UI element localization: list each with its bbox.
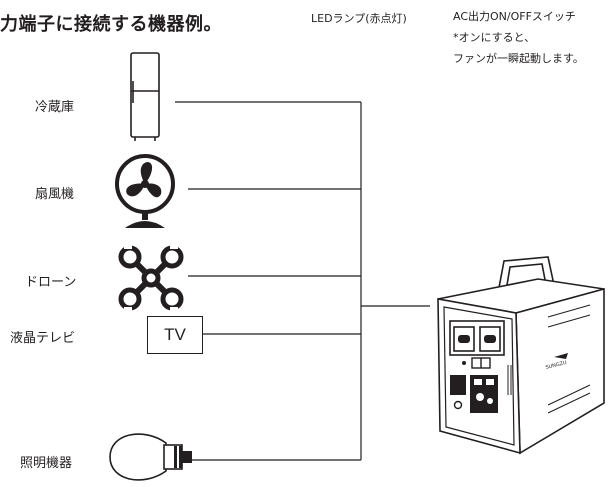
page-heading: 力端子に接続する機器例。 xyxy=(0,14,222,35)
device-label-fan: 扇風機 xyxy=(35,187,75,202)
tv-screen-text: TV xyxy=(164,325,186,344)
device-label-lcd-tv: 液晶テレビ xyxy=(10,331,76,346)
electric-fan-icon xyxy=(115,154,175,228)
device-label-drone: ドローン xyxy=(25,275,77,290)
light-bulb-icon xyxy=(109,433,192,481)
ac-switch-note-line-2: *オンにすると、 xyxy=(453,31,536,44)
ac-switch-note: AC出力ON/OFFスイッチ *オンにすると、 ファンが一瞬起動します。 xyxy=(453,6,584,69)
drone-icon xyxy=(118,243,184,313)
led-lamp-label: LEDランプ(赤点灯) xyxy=(311,12,407,25)
lcd-tv-icon: TV xyxy=(147,316,203,354)
device-label-refrigerator: 冷蔵庫 xyxy=(35,100,75,115)
device-label-lighting: 照明機器 xyxy=(20,456,73,471)
ac-switch-title: AC出力ON/OFFスイッチ xyxy=(453,10,576,23)
portable-power-station-icon: SUNGZU xyxy=(437,256,605,455)
refrigerator-icon xyxy=(130,52,160,141)
ac-switch-note-line-3: ファンが一瞬起動します。 xyxy=(453,52,584,65)
power-station-brand: SUNGZU xyxy=(545,360,568,371)
